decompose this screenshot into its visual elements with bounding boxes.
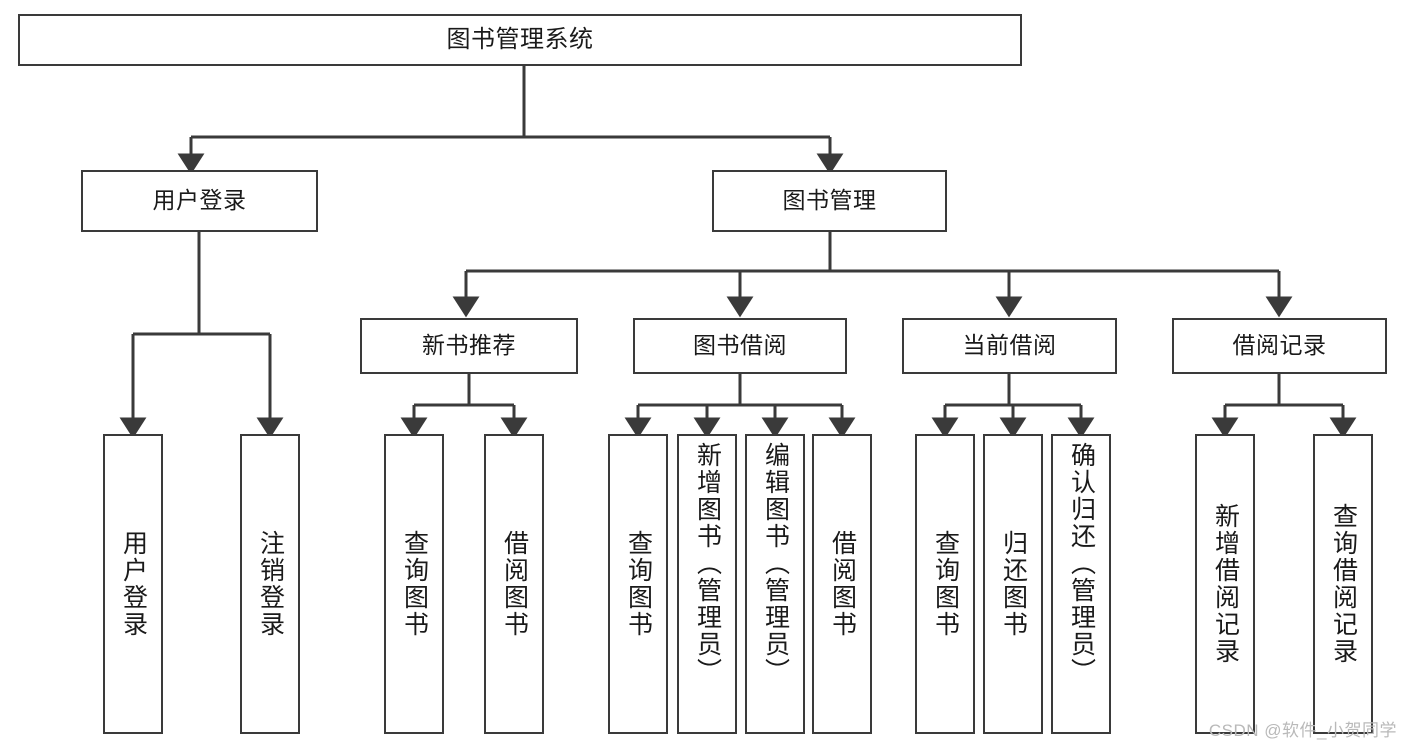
leaf-query-book-borrow[interactable]: 查询图书 [608,434,668,734]
node-label: 新书推荐 [422,332,516,359]
node-borrow-record[interactable]: 借阅记录 [1172,318,1387,374]
node-label: 归还图书 [999,530,1028,638]
leaf-query-book-current[interactable]: 查询图书 [915,434,975,734]
node-label: 确认归还（管理员） [1067,442,1096,685]
node-label: 借阅记录 [1232,332,1327,359]
node-label: 借阅图书 [828,530,857,638]
leaf-add-book-admin[interactable]: 新增图书（管理员） [677,434,737,734]
node-label: 查询图书 [400,530,429,638]
node-new-book-recommend[interactable]: 新书推荐 [360,318,578,374]
node-root-system[interactable]: 图书管理系统 [18,14,1022,66]
leaf-return-book[interactable]: 归还图书 [983,434,1043,734]
node-book-borrow[interactable]: 图书借阅 [633,318,847,374]
leaf-add-borrow-record[interactable]: 新增借阅记录 [1195,434,1255,734]
node-label: 查询图书 [624,530,653,638]
node-current-borrow[interactable]: 当前借阅 [902,318,1117,374]
leaf-borrow-book[interactable]: 借阅图书 [812,434,872,734]
node-book-management[interactable]: 图书管理 [712,170,947,232]
node-label: 新增图书（管理员） [693,442,722,685]
node-label: 借阅图书 [500,530,529,638]
node-label: 查询图书 [931,530,960,638]
leaf-borrow-book-recommend[interactable]: 借阅图书 [484,434,544,734]
node-label: 编辑图书（管理员） [761,442,790,685]
leaf-user-login[interactable]: 用户登录 [103,434,163,734]
node-label: 注销登录 [256,530,285,638]
leaf-confirm-return-admin[interactable]: 确认归还（管理员） [1051,434,1111,734]
leaf-query-book-recommend[interactable]: 查询图书 [384,434,444,734]
node-label: 用户登录 [152,187,247,214]
leaf-edit-book-admin[interactable]: 编辑图书（管理员） [745,434,805,734]
node-label: 图书借阅 [693,332,787,359]
node-label: 新增借阅记录 [1211,503,1240,665]
node-label: 查询借阅记录 [1329,503,1358,665]
node-label: 当前借阅 [962,332,1057,359]
leaf-query-borrow-record[interactable]: 查询借阅记录 [1313,434,1373,734]
leaf-logout-login[interactable]: 注销登录 [240,434,300,734]
node-label: 图书管理 [782,187,877,214]
node-user-login[interactable]: 用户登录 [81,170,318,232]
node-label: 用户登录 [119,530,148,638]
node-label: 图书管理系统 [446,25,594,53]
watermark-text: CSDN @软件_小贺同学 [1208,721,1397,740]
